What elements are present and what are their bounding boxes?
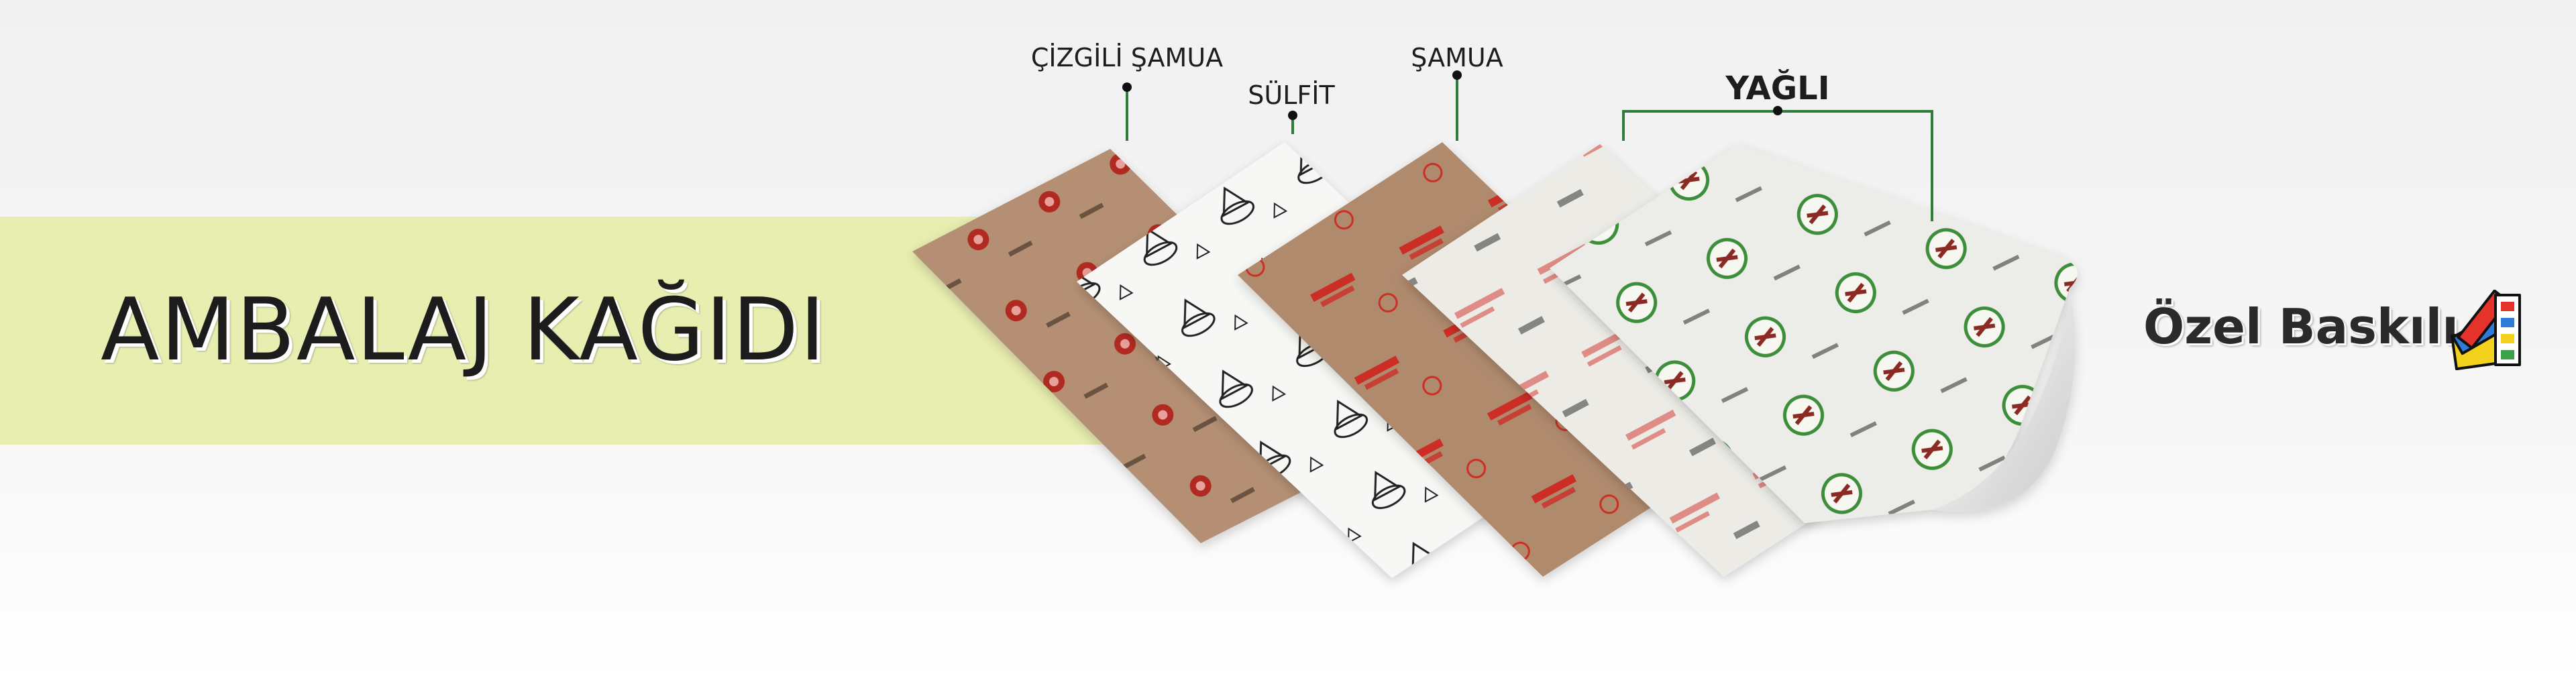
yagli-paper-sheet: [1550, 144, 2078, 523]
page-title: AMBALAJ KAĞIDI: [101, 280, 826, 380]
paper-label-samua: ŞAMUA: [1411, 43, 1503, 72]
color-swatch-icon: [2450, 290, 2521, 370]
label-dots: [1122, 70, 1782, 120]
paper-label-cizgili-samua: ÇİZGİLİ ŞAMUA: [1030, 43, 1224, 72]
paper-label-sulfit: SÜLFİT: [1248, 80, 1335, 110]
brand-text: Özel Baskılı: [2143, 298, 2459, 355]
paper-label-yagli: YAĞLI: [1725, 70, 1830, 107]
